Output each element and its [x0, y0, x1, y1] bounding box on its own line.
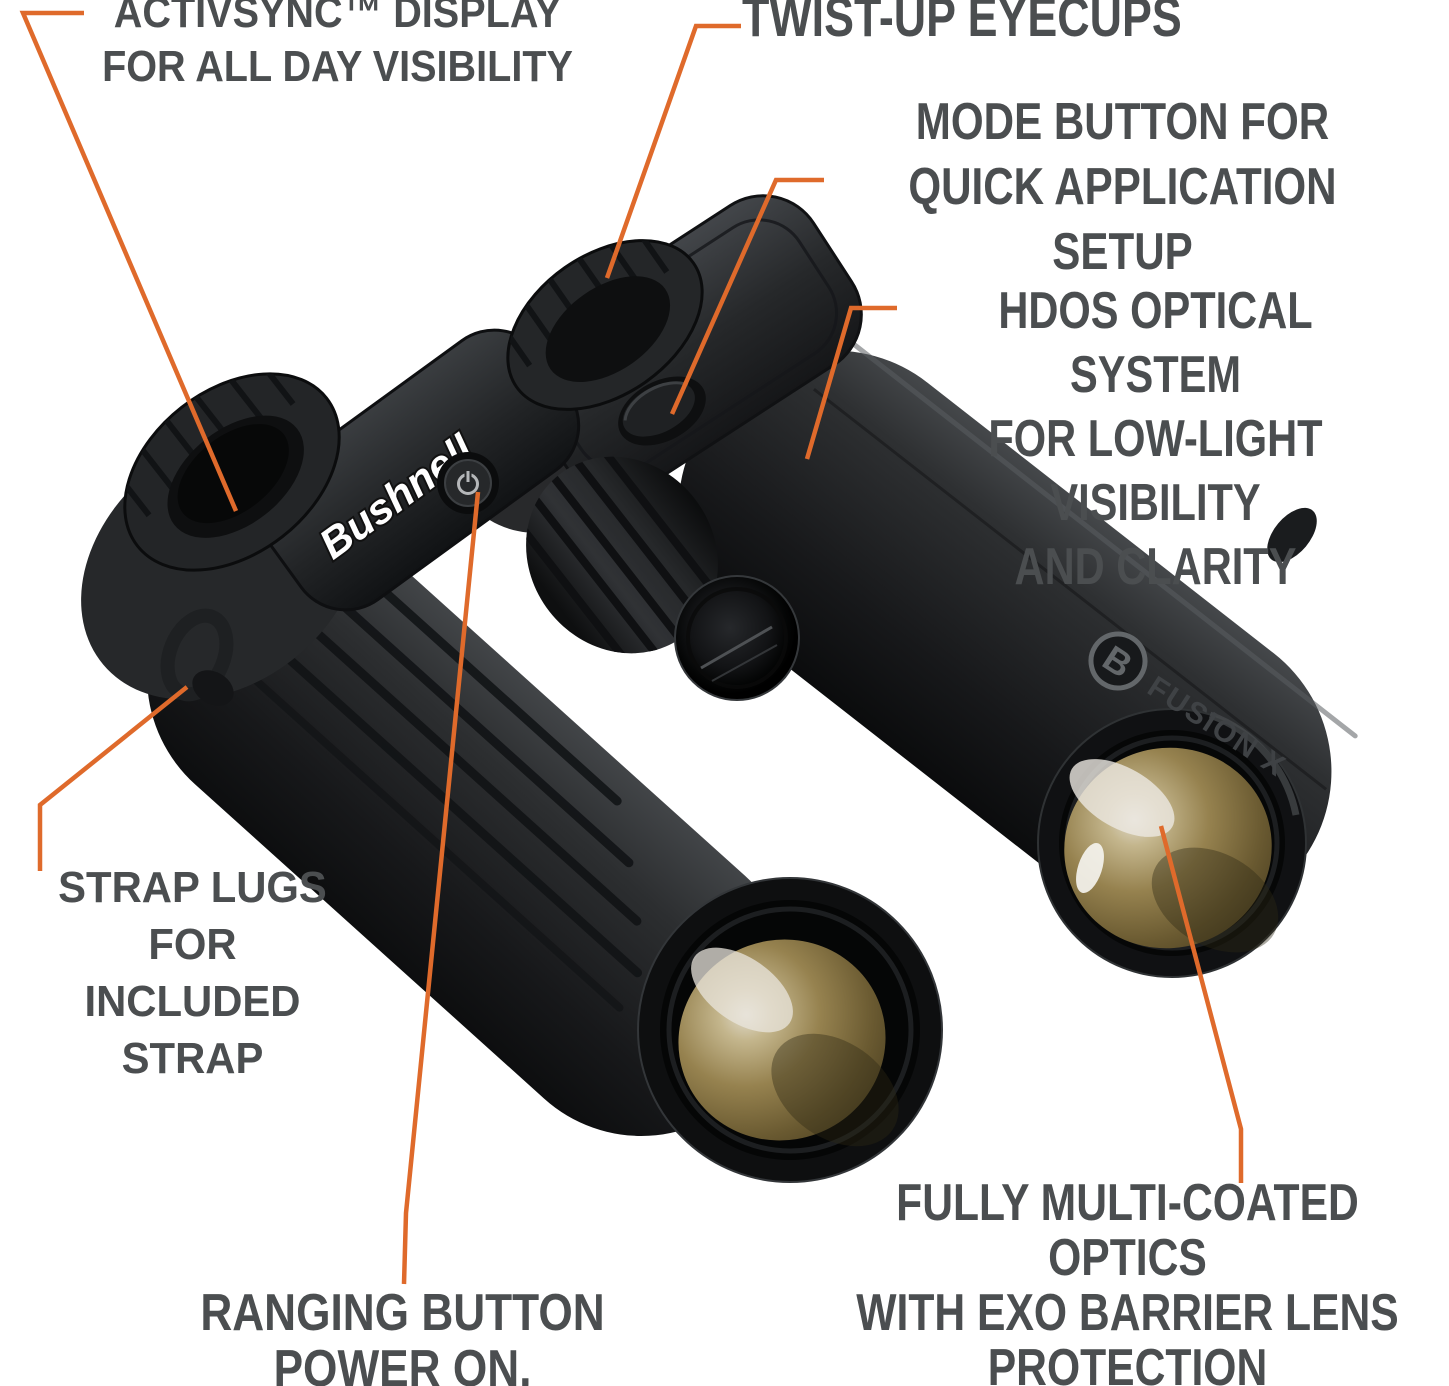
callout-mode-button: MODE BUTTON FOR QUICK APPLICATION SETUP: [908, 93, 1337, 281]
leader-line-ranging-button: [401, 491, 481, 1285]
hinge-column: [505, 439, 730, 679]
hinge-cap: [674, 575, 800, 701]
leader-line-hdos: [804, 305, 897, 460]
leader-line-activsync: [19, 10, 239, 512]
binoculars-body: Bushnell: [81, 194, 1358, 1183]
callout-hdos-optical-system: HDOS OPTICAL SYSTEM FOR LOW-LIGHT VISIBI…: [988, 282, 1323, 596]
callout-activsync-display: ACTIVSYNC™ DISPLAY FOR ALL DAY VISIBILIT…: [102, 0, 573, 91]
ranging-button: [437, 452, 499, 514]
lens-glint: [1069, 759, 1175, 837]
left-eyecup: [103, 346, 341, 572]
right-barrel-highlight: [840, 333, 1358, 739]
power-icon: [457, 470, 479, 495]
leader-line-twist-up-eyecups: [604, 23, 741, 279]
mode-button: [618, 376, 706, 446]
leader-line-strap-lugs: [37, 685, 189, 871]
callout-multi-coated-optics: FULLY MULTI-COATED OPTICS WITH EXO BARRI…: [856, 1174, 1399, 1386]
leader-line-mode-button: [669, 177, 824, 415]
callout-ranging-button: RANGING BUTTON POWER ON, SINGLE RANGE AN…: [200, 1284, 605, 1386]
right-strap-lug: [1267, 507, 1317, 563]
leader-lines: [19, 10, 1244, 1285]
right-objective-lens: [1037, 708, 1307, 978]
callout-twist-up-eyecups: TWIST-UP EYECUPS: [742, 0, 1182, 48]
left-objective-lens: [637, 877, 943, 1183]
lens-glint: [691, 947, 793, 1033]
callout-strap-lugs: STRAP LUGS FOR INCLUDED STRAP: [58, 863, 327, 1083]
right-barrel-crease: [812, 388, 1328, 791]
leader-line-multi-coated-optics: [1158, 825, 1244, 1183]
